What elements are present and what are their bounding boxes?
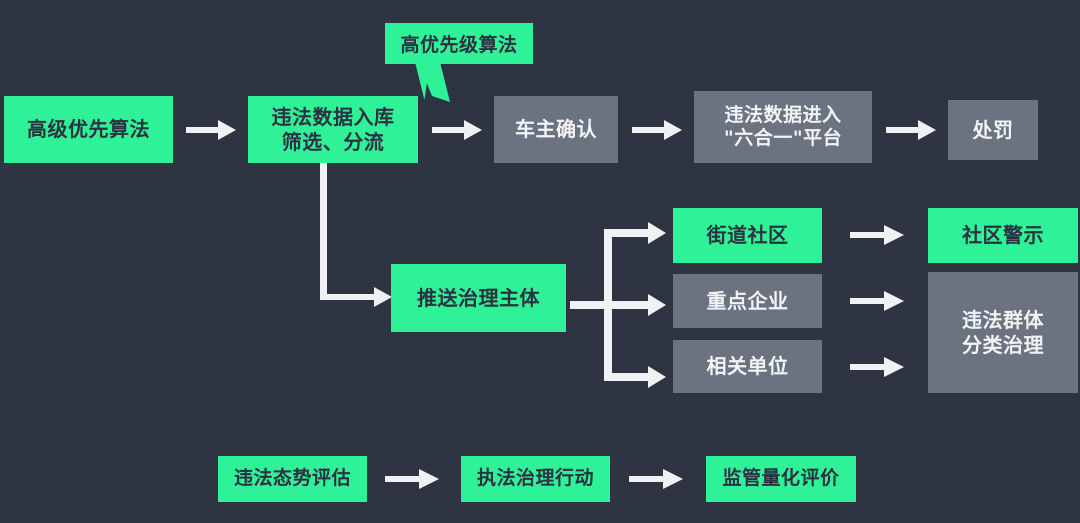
node-label: 监管量化评价 [722, 467, 840, 490]
arrow-top-1-icon [186, 120, 236, 140]
arrow-top-4-icon [886, 120, 936, 140]
node-enforcement-governance-action[interactable]: 执法治理行动 [461, 456, 610, 502]
node-violation-group-classified-governance[interactable]: 违法群体 分类治理 [928, 272, 1078, 393]
fork-three-branch-icon [570, 222, 666, 388]
node-regulatory-quantitative-evaluation[interactable]: 监管量化评价 [706, 456, 856, 502]
node-label: 高级优先算法 [27, 117, 150, 142]
node-label: 执法治理行动 [476, 467, 594, 490]
node-label: 重点企业 [706, 288, 789, 313]
callout-high-priority-algorithm: 高优先级算法 [385, 23, 533, 64]
callout-label: 高优先级算法 [400, 34, 518, 56]
node-key-enterprises[interactable]: 重点企业 [673, 274, 822, 328]
arrow-branch-2-icon [850, 291, 904, 311]
node-label: 违法态势评估 [233, 467, 351, 490]
node-violation-situation-assessment[interactable]: 违法态势评估 [218, 456, 367, 502]
arrow-branch-1-icon [850, 225, 904, 245]
node-label: 违法数据入库 筛选、分流 [271, 105, 395, 154]
node-advanced-priority-algorithm[interactable]: 高级优先算法 [4, 96, 173, 163]
arrow-bottom-1-icon [385, 469, 439, 489]
node-label: 违法群体 分类治理 [962, 308, 1044, 357]
node-violation-data-intake[interactable]: 违法数据入库 筛选、分流 [248, 96, 418, 163]
node-related-units[interactable]: 相关单位 [673, 340, 822, 393]
node-six-in-one-platform[interactable]: 违法数据进入 "六合一"平台 [694, 91, 872, 163]
node-penalty[interactable]: 处罚 [948, 100, 1038, 160]
node-label: 车主确认 [515, 117, 597, 142]
node-street-community[interactable]: 街道社区 [673, 208, 822, 263]
node-label: 相关单位 [706, 354, 789, 379]
arrow-branch-3-icon [850, 357, 904, 377]
arrow-bottom-2-icon [629, 469, 683, 489]
callout-pointer-icon [418, 62, 450, 102]
arrow-top-2-icon [432, 120, 482, 140]
node-owner-confirmation[interactable]: 车主确认 [494, 96, 618, 163]
node-label: 违法数据进入 "六合一"平台 [723, 103, 843, 149]
node-label: 社区警示 [962, 223, 1044, 248]
node-label: 推送治理主体 [417, 285, 540, 310]
node-community-warning[interactable]: 社区警示 [928, 208, 1078, 263]
node-label: 处罚 [972, 117, 1014, 142]
node-label: 街道社区 [706, 223, 789, 248]
arrow-top-3-icon [632, 120, 682, 140]
node-push-governance-subject[interactable]: 推送治理主体 [391, 264, 566, 332]
